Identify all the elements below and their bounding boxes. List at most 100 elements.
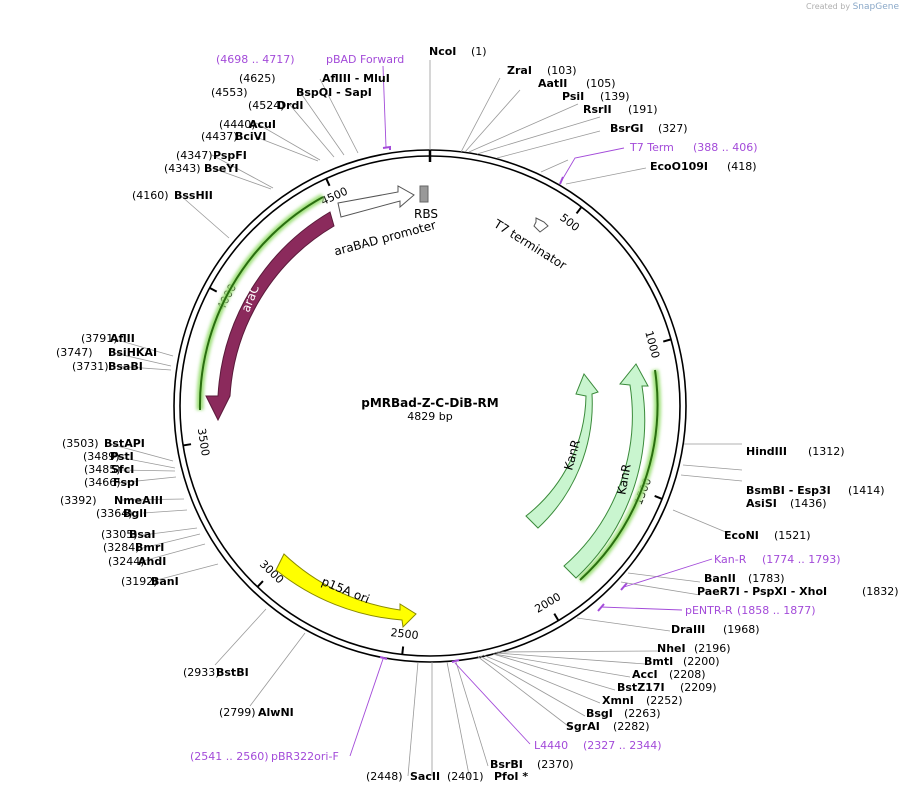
site-pos-sfci: (3485)	[84, 463, 121, 476]
site-name-acci: AccI	[632, 668, 658, 681]
primer-mark-l4440	[451, 659, 460, 663]
site-name-econi: EcoNI	[724, 529, 759, 542]
primer-range-l4440: (2327 .. 2344)	[583, 739, 662, 752]
site-name-zrai: ZraI	[507, 64, 532, 77]
site-pos-ahdi: (3244)	[108, 555, 145, 568]
site-name-paer7i: PaeR7I - PspXI - XhoI	[697, 585, 827, 598]
site-name-nhei: NheI	[657, 642, 686, 655]
site-pos-banii: (1783)	[748, 572, 785, 585]
site-name-afliii: AflIII - MluI	[322, 72, 390, 85]
tick-mark	[654, 495, 663, 500]
plasmid-size: 4829 bp	[407, 410, 452, 423]
site-name-eco0109i: EcoO109I	[650, 160, 708, 173]
site-pos-fspi: (3466)	[84, 476, 121, 489]
feature-kanr-2	[563, 363, 649, 579]
primer-mark-t7-term	[559, 176, 564, 185]
site-pos-zrai: (103)	[547, 64, 577, 77]
site-name-bspqi: BspQI - SapI	[296, 86, 372, 99]
tick-mark	[401, 646, 405, 655]
tick-mark	[662, 338, 672, 343]
feature-highlight-arac-line	[198, 196, 324, 411]
site-pos-bstz17i: (2209)	[680, 681, 717, 694]
site-name-psii: PsiI	[562, 90, 584, 103]
feature-label-t7-terminator: T7 terminator	[491, 216, 569, 272]
site-pos-bsihkai: (3747)	[56, 346, 93, 359]
site-pos-bgli: (3364)	[96, 507, 133, 520]
site-pos-econi: (1521)	[774, 529, 811, 542]
site-name-ncoi: NcoI	[429, 45, 456, 58]
site-name-bcivi: BciVI	[235, 130, 266, 143]
site-pos-draiii: (1968)	[723, 623, 760, 636]
tick-label: 500	[557, 211, 582, 234]
primer-name-t7-term: T7 Term	[629, 141, 674, 154]
site-pos-bsgi: (2263)	[624, 707, 661, 720]
site-name-bgli: BglI	[123, 507, 147, 520]
primer-range-pbr322ori-f: (2541 .. 2560)	[190, 750, 269, 763]
site-name-sfci: SfcI	[111, 463, 134, 476]
site-name-acui: AcuI	[249, 118, 276, 131]
primer-leader-lines	[349, 65, 713, 757]
primer-marks	[379, 145, 628, 663]
site-name-draiii: DraIII	[671, 623, 705, 636]
site-name-nmeaiii: NmeAIII	[114, 494, 163, 507]
site-pos-pfoi: (2401)	[447, 770, 484, 783]
site-pos-bsrgi: (327)	[658, 122, 688, 135]
site-pos-acui: (4440)	[219, 118, 256, 131]
feature-label-arabad-promoter: araBAD promoter	[333, 218, 438, 259]
tick-mark	[575, 206, 583, 215]
site-name-afliii-2: AflII	[110, 332, 135, 345]
site-pos-psii: (139)	[600, 90, 630, 103]
site-pos-afliii: (4625)	[239, 72, 276, 85]
primer-mark-pbr322ori-f	[379, 656, 388, 660]
primer-name-l4440: L4440	[534, 739, 568, 752]
site-name-bsrgi: BsrGI	[610, 122, 643, 135]
site-name-bstz17i: BstZ17I	[617, 681, 665, 694]
site-name-banii: BanII	[704, 572, 736, 585]
tick-label: 3500	[195, 427, 212, 457]
primer-labels: pBAD Forward(4698 .. 4717)T7 Term(388 ..…	[190, 53, 841, 763]
site-name-alwni: AlwNI	[258, 706, 294, 719]
site-name-bstapi: BstAPI	[104, 437, 145, 450]
site-pos-acci: (2208)	[669, 668, 706, 681]
site-pos-bseyi: (4343)	[164, 162, 201, 175]
site-name-bsabi: BsaBI	[108, 360, 143, 373]
primer-mark-pbad-forward	[382, 145, 391, 150]
primer-name-pentr-r: pENTR-R	[685, 604, 733, 617]
tick-label: 2500	[390, 626, 419, 642]
site-pos-bsshii: (4160)	[132, 189, 169, 202]
site-pos-bsrbi: (2370)	[537, 758, 574, 771]
plasmid-name: pMRBad-Z-C-DiB-RM	[361, 396, 499, 410]
credit-prefix: Created by	[806, 2, 851, 11]
tick-mark	[209, 286, 218, 293]
site-pos-bmri: (3284)	[103, 541, 140, 554]
feature-arabad-promoter	[337, 185, 415, 218]
feature-p15a-ori	[275, 553, 417, 629]
feature-kanr-1	[525, 373, 599, 529]
tick-mark	[325, 178, 331, 187]
site-name-bsihkai: BsiHKAI	[108, 346, 157, 359]
primer-name-pbad-forward: pBAD Forward	[326, 53, 404, 66]
site-name-pfoi: PfoI *	[494, 770, 528, 783]
site-pos-nhei: (2196)	[694, 642, 731, 655]
site-name-bmti: BmtI	[644, 655, 673, 668]
site-name-drdi: DrdI	[277, 99, 304, 112]
site-pos-paer7i: (1832)	[862, 585, 899, 598]
site-name-bmri: BmrI	[135, 541, 164, 554]
feature-label-rbs: RBS	[414, 207, 438, 221]
feature-highlight-kanr-line	[579, 369, 659, 581]
site-name-bsmbi: BsmBI - Esp3I	[746, 484, 831, 497]
feature-t7-terminator	[533, 217, 549, 233]
site-pos-asisi: (1436)	[790, 497, 827, 510]
credit-brand: SnapGene	[852, 2, 899, 12]
tick-label: 2000	[533, 590, 564, 616]
site-pos-bani: (3192)	[121, 575, 158, 588]
feature-label-kanr-2: KanR	[614, 463, 633, 496]
site-labels: NcoI(1)ZraI(103)AatII(105)PsiI(139)RsrII…	[56, 45, 899, 783]
primer-range-t7-term: (388 .. 406)	[693, 141, 758, 154]
site-name-bseyi: BseYI	[204, 162, 238, 175]
site-name-psti: PstI	[110, 450, 134, 463]
site-pos-rsrii: (191)	[628, 103, 658, 116]
site-name-bani: BanI	[151, 575, 179, 588]
site-pos-sgrai: (2282)	[613, 720, 650, 733]
